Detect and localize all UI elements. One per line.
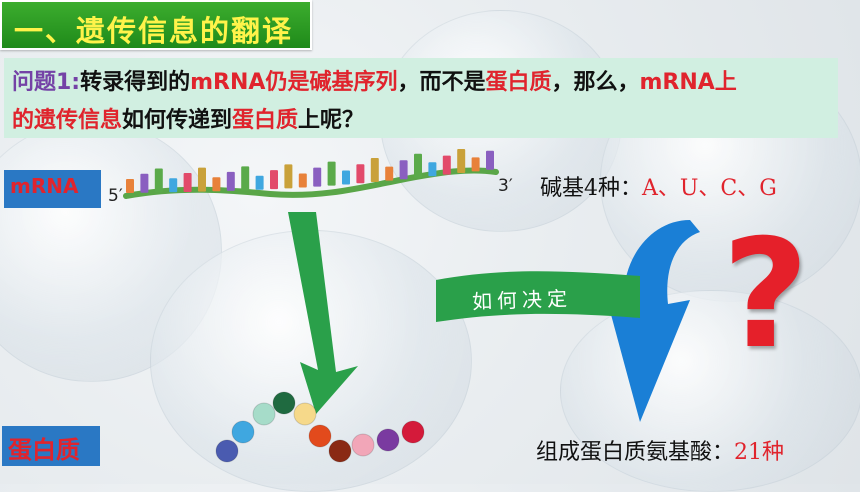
nucleotide: [486, 150, 494, 170]
question-box: 问题1:转录得到的mRNA仍是碱基序列，而不是蛋白质，那么，mRNA上 的遗传信…: [4, 58, 838, 138]
highlight-protein: 蛋白质: [485, 70, 552, 95]
highlight-mrna: mRNA: [190, 70, 266, 95]
nucleotide: [385, 166, 394, 181]
amino-acid-bead: [351, 433, 375, 457]
nucleotide: [399, 160, 408, 180]
nucleotide: [356, 164, 365, 184]
bases-info: 碱基4种：A、U、C、G: [540, 170, 777, 202]
bases-list: A、U、C、G: [642, 176, 777, 201]
bg-cell: [560, 290, 860, 492]
nucleotide: [126, 178, 134, 193]
question-mark-icon: ?: [722, 208, 810, 382]
nucleotide: [169, 178, 178, 193]
slide-title: 一、遗传信息的翻译: [14, 14, 294, 48]
title-banner: 一、遗传信息的翻译: [0, 0, 312, 50]
nucleotide: [442, 155, 451, 175]
nucleotide: [226, 171, 235, 191]
nucleotide: [154, 168, 163, 193]
amino-acid-bead: [231, 420, 255, 444]
nucleotide: [212, 177, 221, 192]
amino-acid-count: 21种: [734, 440, 785, 465]
amino-acid-prefix: 组成蛋白质氨基酸：: [536, 440, 735, 465]
how-decide-text: 如何决定: [471, 286, 573, 314]
nucleotide-group: [126, 149, 494, 193]
nucleotide: [198, 167, 206, 192]
nucleotide: [457, 149, 466, 174]
question-text: 上呢？: [298, 108, 365, 133]
amino-acid-bead: [272, 391, 296, 415]
amino-acid-bead: [293, 402, 317, 426]
mrna-strand: [123, 167, 499, 199]
amino-acid-bead: [252, 402, 276, 426]
highlight-genetic-info: 的遗传信息: [12, 108, 123, 133]
green-down-arrow: [288, 212, 358, 414]
amino-acid-bead: [328, 439, 352, 463]
question-line-2: 的遗传信息如何传递到蛋白质上呢？: [12, 102, 364, 134]
highlight-mrna-on: mRNA上: [639, 70, 737, 95]
amino-acid-bead: [376, 428, 400, 452]
nucleotide: [183, 173, 192, 193]
nucleotide: [327, 161, 336, 186]
how-decide-ribbon: [436, 271, 640, 322]
mrna-label: mRNA: [4, 170, 101, 208]
question-text: ，而不是: [397, 70, 486, 95]
nucleotide: [241, 166, 250, 191]
nucleotide: [313, 167, 322, 187]
nucleotide: [471, 157, 480, 172]
highlight-protein: 蛋白质: [232, 108, 299, 133]
amino-acid-bead: [215, 439, 239, 463]
nucleotide: [370, 158, 379, 183]
question-line-1: 问题1:转录得到的mRNA仍是碱基序列，而不是蛋白质，那么，mRNA上: [12, 64, 737, 96]
amino-acid-bead: [401, 420, 425, 444]
question-text: 转录得到的: [80, 70, 191, 95]
nucleotide: [428, 162, 437, 177]
nucleotide: [414, 153, 422, 178]
blue-curved-arrow: [606, 220, 700, 422]
amino-acid-chain: [215, 391, 425, 463]
nucleotide: [298, 173, 307, 188]
question-label: 问题1:: [12, 70, 81, 95]
highlight-base-sequence: 仍是碱基序列: [265, 70, 398, 95]
protein-label: 蛋白质: [2, 426, 100, 466]
nucleotide: [342, 170, 350, 185]
question-text: ，那么，: [551, 70, 640, 95]
nucleotide: [270, 170, 278, 190]
nucleotide: [140, 173, 149, 193]
prime-3-label: 3′: [498, 176, 513, 196]
nucleotide: [284, 164, 293, 189]
nucleotide: [255, 175, 264, 190]
amino-acid-info: 组成蛋白质氨基酸：21种: [536, 434, 784, 466]
amino-acid-bead: [308, 424, 332, 448]
prime-5-label: 5′: [108, 186, 123, 206]
bases-prefix: 碱基4种：: [540, 176, 642, 201]
question-text: 如何传递到: [122, 108, 233, 133]
